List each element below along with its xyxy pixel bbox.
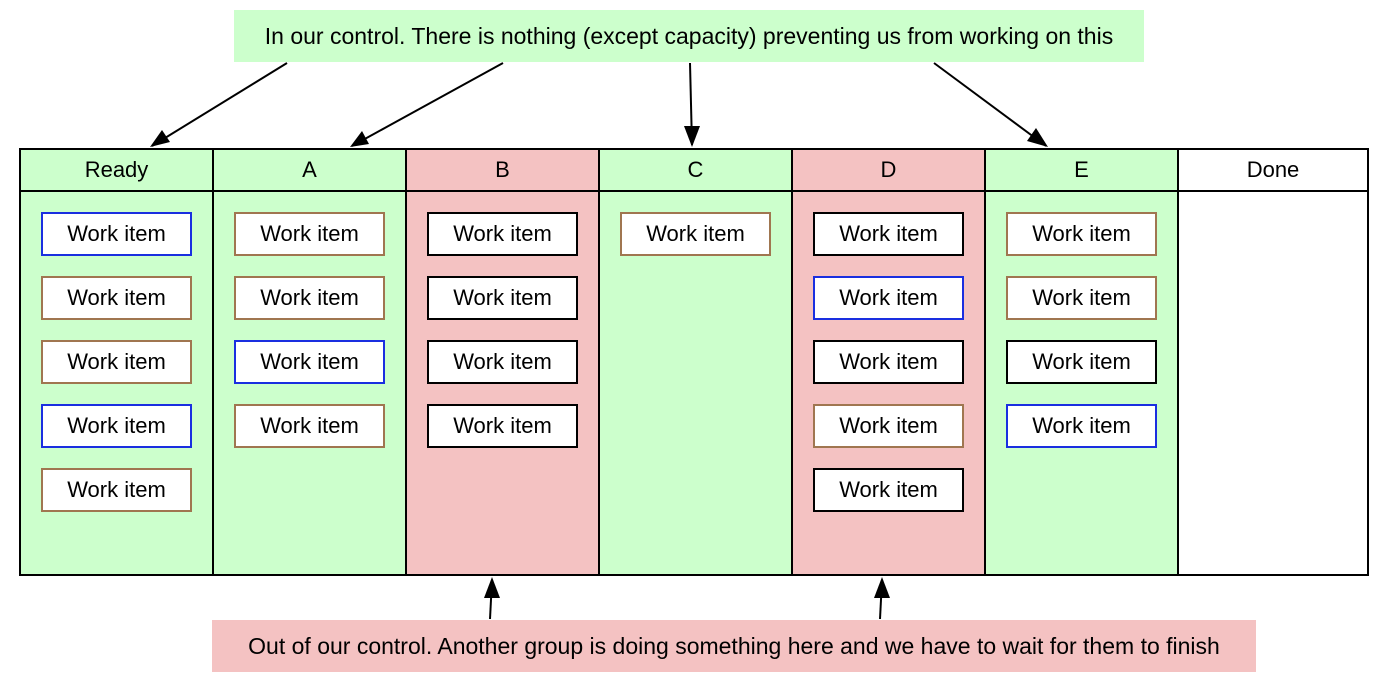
work-item-card[interactable]: Work item [41,468,192,512]
out-of-control-note-text: Out of our control. Another group is doi… [248,632,1220,659]
arrowhead-e [1027,128,1048,147]
work-item-card[interactable]: Work item [427,404,578,448]
work-item-card[interactable]: Work item [234,404,385,448]
work-item-card[interactable]: Work item [427,276,578,320]
work-item-card[interactable]: Work item [620,212,771,256]
work-item-card[interactable]: Work item [1006,212,1157,256]
work-item-card[interactable]: Work item [427,212,578,256]
column-header: D [793,150,984,192]
arrow-to-e [933,62,1047,147]
column-c: C Work item [600,150,793,574]
arrow-to-c [689,62,693,146]
arrowhead-ready [150,130,170,147]
arrow-to-a [351,62,504,147]
column-header: E [986,150,1177,192]
work-item-card[interactable]: Work item [41,340,192,384]
arrowhead-a [350,131,369,147]
out-of-control-note: Out of our control. Another group is doi… [212,620,1256,672]
arrowhead-b [484,577,500,598]
arrow-to-d [879,579,883,620]
work-item-card[interactable]: Work item [234,340,385,384]
column-header: Ready [21,150,212,192]
arrow-to-b [489,579,493,620]
work-item-card[interactable]: Work item [1006,404,1157,448]
work-item-card[interactable]: Work item [41,276,192,320]
work-item-card[interactable]: Work item [427,340,578,384]
column-header: C [600,150,791,192]
work-item-card[interactable]: Work item [234,212,385,256]
column-header: Done [1179,150,1367,192]
work-item-card[interactable]: Work item [813,276,964,320]
arrowhead-c [684,126,700,147]
in-control-note: In our control. There is nothing (except… [234,10,1144,62]
column-done: Done [1179,150,1367,574]
work-item-card[interactable]: Work item [41,404,192,448]
work-item-card[interactable]: Work item [813,468,964,512]
column-header: A [214,150,405,192]
work-item-card[interactable]: Work item [813,404,964,448]
work-item-card[interactable]: Work item [41,212,192,256]
column-header: B [407,150,598,192]
work-item-list [1179,192,1367,212]
work-item-list: Work item [600,192,791,276]
arrow-to-ready [151,62,288,147]
work-item-card[interactable]: Work item [1006,276,1157,320]
work-item-card[interactable]: Work item [813,340,964,384]
work-item-card[interactable]: Work item [1006,340,1157,384]
arrowhead-d [874,577,890,598]
work-item-card[interactable]: Work item [813,212,964,256]
work-item-card[interactable]: Work item [234,276,385,320]
in-control-note-text: In our control. There is nothing (except… [264,22,1114,49]
